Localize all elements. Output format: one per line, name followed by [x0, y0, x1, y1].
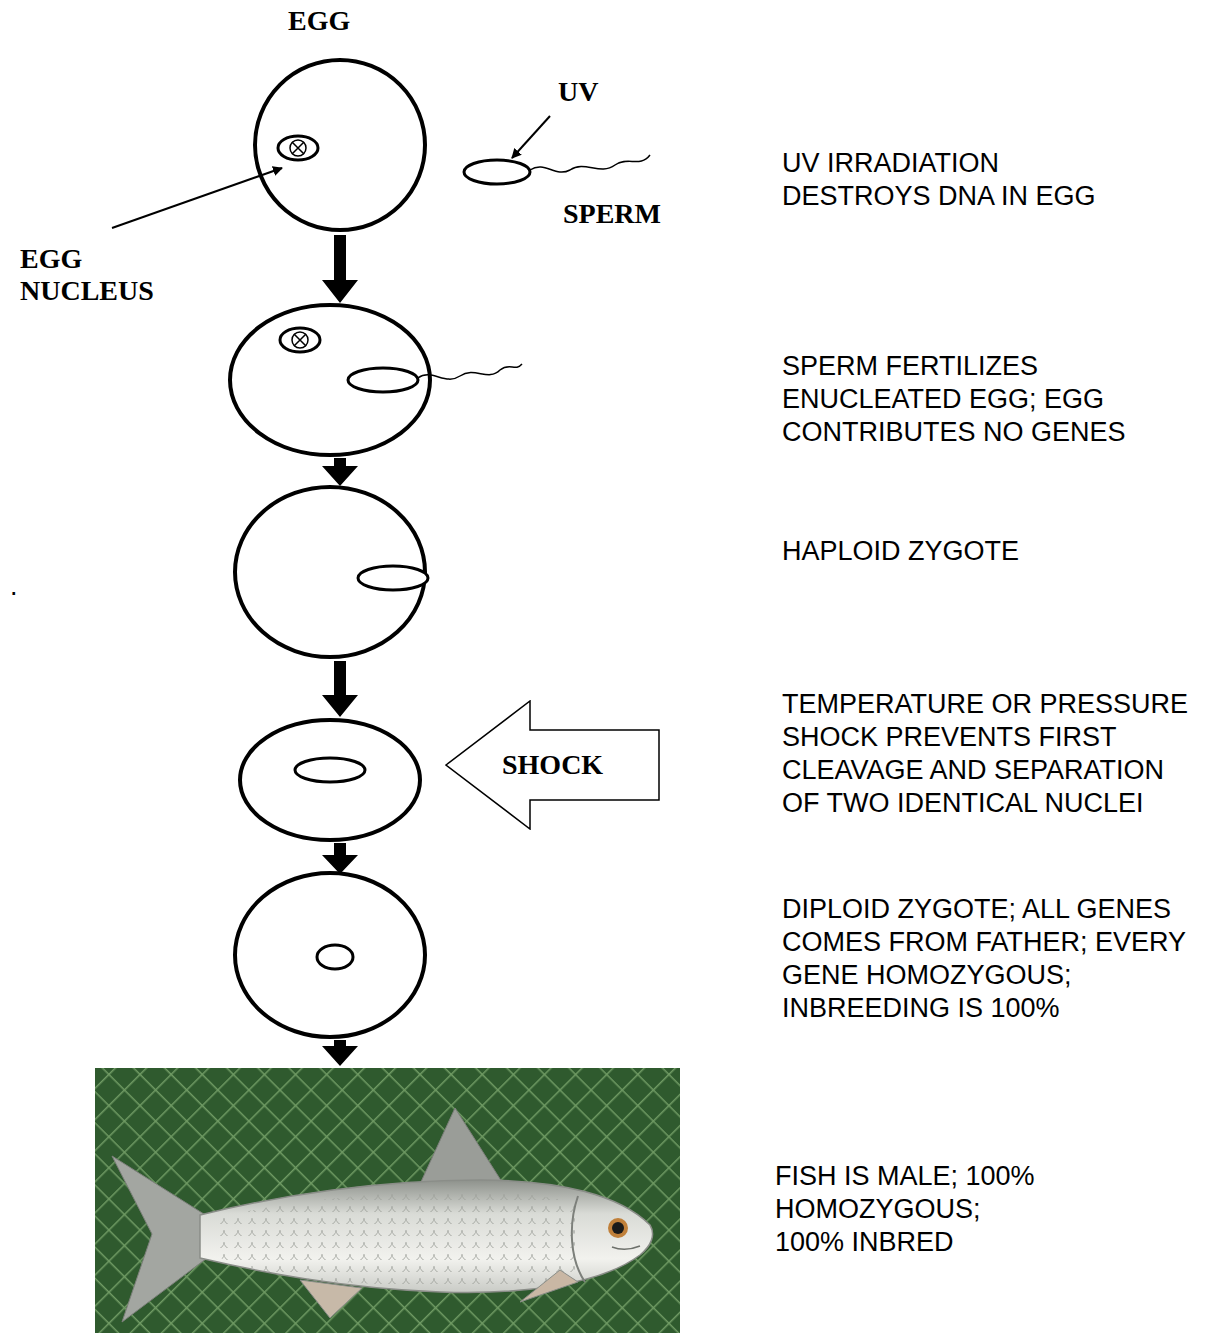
uv-label: UV: [558, 76, 598, 108]
step-note: UV IRRADIATION DESTROYS DNA IN EGG: [782, 147, 1125, 213]
flow-arrow: [322, 1040, 358, 1066]
diploid-zygote: [235, 873, 425, 1037]
haploid-zygote: [235, 487, 428, 657]
shock-arrow: SHOCK: [445, 700, 660, 830]
sperm-label: SPERM: [563, 198, 661, 230]
step-note: DIPLOID ZYGOTE; ALL GENES COMES FROM FAT…: [782, 893, 1203, 1025]
step-note: SPERM FERTILIZES ENUCLEATED EGG; EGG CON…: [782, 350, 1147, 449]
step-note: HAPLOID ZYGOTE: [782, 535, 1106, 568]
uv-arrow: [512, 116, 550, 158]
stray-mark: .: [10, 570, 18, 603]
shock-label: SHOCK: [502, 749, 603, 781]
sperm-cell: [464, 155, 650, 184]
fertilized-egg: [230, 305, 522, 455]
step-note: FISH IS MALE; 100% HOMOZYGOUS; 100% INBR…: [775, 1160, 1045, 1259]
step-note: TEMPERATURE OR PRESSURE SHOCK PREVENTS F…: [782, 688, 1203, 820]
egg-cell: [255, 60, 425, 230]
flow-arrow: [322, 661, 358, 717]
egg-label: EGG: [288, 5, 350, 37]
flow-arrow: [322, 458, 358, 486]
nucleus-label: EGG NUCLEUS: [20, 243, 160, 307]
flow-arrow: [322, 235, 358, 303]
fish-photo: [95, 1068, 680, 1333]
shocked-zygote: [240, 720, 420, 840]
leader-arrow: [112, 168, 282, 228]
flow-arrow: [322, 843, 358, 874]
